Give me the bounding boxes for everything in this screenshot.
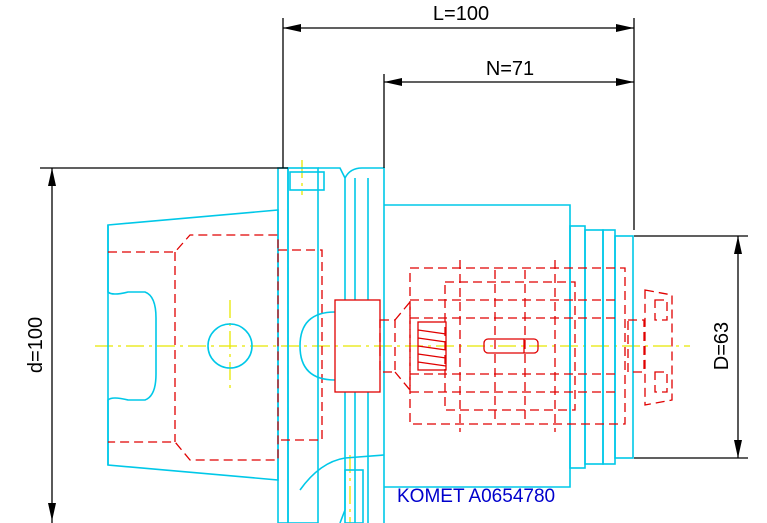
dim-D-arrow-top [734, 236, 742, 254]
lower-drive-key [344, 469, 364, 523]
dim-D-text: D=63 [711, 322, 733, 370]
drive-key-top [289, 171, 325, 191]
dim-D-arrow-bottom [734, 440, 742, 458]
nose-ring-1 [569, 225, 586, 469]
nose-ring-2 [584, 229, 604, 465]
bore-hidden-outline [108, 234, 279, 461]
nose-end [614, 235, 634, 459]
dim-L-text: L=100 [433, 3, 489, 25]
flange-body [287, 167, 319, 523]
set-screw-thread [417, 329, 447, 367]
dim-L-arrow-right [616, 24, 634, 32]
dim-N-arrow-left [384, 78, 402, 86]
cartridge-hidden [409, 267, 626, 425]
adjust-pin [483, 338, 539, 354]
cross-hole-circle [207, 323, 253, 369]
hidden-lines [108, 234, 673, 461]
dim-N-text: N=71 [486, 58, 534, 80]
dim-N-arrow-right [616, 78, 634, 86]
part-number-label: KOMET A0654780 [397, 486, 555, 507]
shank-slot-outline [107, 225, 157, 465]
lower-key-curve [299, 454, 385, 491]
collar-outline [344, 167, 385, 523]
cartridge-inner-hidden [444, 281, 576, 411]
nose-detail-1 [654, 299, 668, 321]
centerlines [95, 160, 690, 523]
clamp-neck [379, 319, 396, 373]
dim-L-arrow-left [283, 24, 301, 32]
nose-cap-hidden [644, 289, 673, 406]
nose-detail-2 [654, 371, 668, 393]
clamp-bolt-head [334, 299, 381, 393]
dim-d-arrow-top [48, 168, 56, 186]
nose-insert-hidden [627, 319, 645, 373]
dim-d-arrow-bottom [48, 503, 56, 521]
dim-d-text: d=100 [25, 317, 47, 373]
nose-ring-3 [602, 229, 616, 465]
dimension-lines [40, 18, 748, 523]
clamp-ball [299, 311, 336, 381]
shank-hidden-step [278, 249, 323, 441]
